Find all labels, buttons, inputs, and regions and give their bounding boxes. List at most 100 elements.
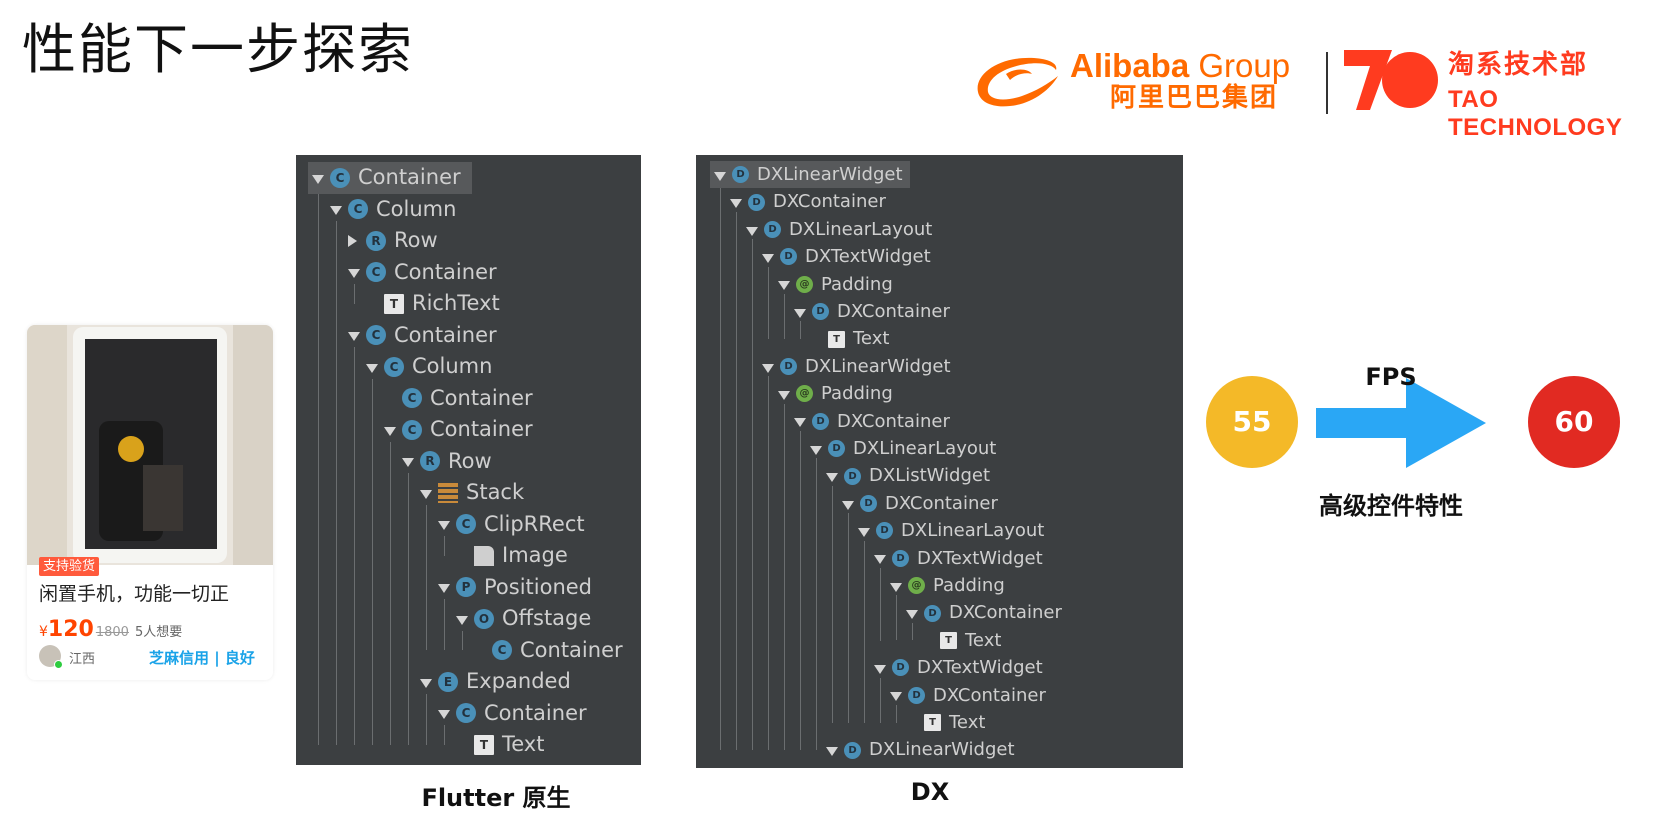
tao-70-mark-icon	[1340, 48, 1440, 112]
expand-down-icon[interactable]	[746, 227, 758, 236]
tree-node-label: DXTextWidget	[805, 243, 931, 270]
tree-node-label: Padding	[933, 572, 1005, 599]
tree-node-label: DXTextWidget	[917, 545, 1043, 572]
expand-down-icon[interactable]	[794, 309, 806, 318]
expand-down-icon[interactable]	[874, 665, 886, 674]
tree-node-label: DXContainer	[773, 188, 886, 215]
widget-d-icon: D	[780, 358, 797, 375]
tree-guide-line	[880, 568, 881, 641]
expand-down-icon[interactable]	[420, 490, 432, 499]
fps-after-circle: 60	[1528, 376, 1620, 468]
tree-node-label: Padding	[821, 380, 893, 407]
tao-cn-name: 淘系技术部	[1448, 50, 1588, 80]
alibaba-cn-name: 阿里巴巴集团	[1110, 82, 1278, 114]
tree-node-label: Column	[376, 194, 456, 226]
tree-node-label: Stack	[466, 477, 524, 509]
image-file-icon	[474, 546, 494, 566]
expand-down-icon[interactable]	[714, 172, 726, 181]
tree-node-label: DXLinearLayout	[853, 435, 996, 462]
text-widget-icon: T	[384, 294, 404, 314]
widget-r-icon: R	[366, 231, 386, 251]
expand-down-icon[interactable]	[312, 175, 324, 184]
widget-d-icon: D	[812, 413, 829, 430]
expand-down-icon[interactable]	[438, 521, 450, 530]
tree-guide-line	[768, 267, 769, 340]
online-dot	[54, 660, 63, 669]
credit-badge: 芝麻信用 | 良好	[149, 647, 255, 668]
tree-node-label: Column	[412, 351, 492, 383]
expand-down-icon[interactable]	[826, 747, 838, 756]
currency-symbol: ¥	[39, 624, 48, 640]
widget-c-icon: C	[402, 420, 422, 440]
expand-down-icon[interactable]	[794, 418, 806, 427]
tree-guide-line	[784, 294, 785, 339]
tree-guide-line	[444, 599, 445, 650]
group-text: Group	[1189, 47, 1290, 84]
tree-node-label: DXContainer	[933, 682, 1046, 709]
tree-guide-line	[880, 678, 881, 723]
expand-down-icon[interactable]	[438, 584, 450, 593]
alibaba-text: Alibaba	[1070, 47, 1189, 84]
widget-d-icon: D	[844, 468, 861, 485]
tree-guide-line	[372, 379, 373, 745]
expand-down-icon[interactable]	[778, 391, 790, 400]
tree-node-label: Container	[430, 414, 533, 446]
expand-down-icon[interactable]	[330, 206, 342, 215]
expand-down-icon[interactable]	[348, 269, 360, 278]
expand-down-icon[interactable]	[762, 364, 774, 373]
expand-down-icon[interactable]	[402, 458, 414, 467]
tree-guide-line	[736, 212, 737, 750]
tree-guide-line	[896, 595, 897, 640]
tree-guide-line	[800, 431, 801, 750]
expand-down-icon[interactable]	[826, 473, 838, 482]
expand-down-icon[interactable]	[890, 692, 902, 701]
widget-c-icon: C	[330, 168, 350, 188]
tree-node-label: DXContainer	[885, 490, 998, 517]
tree-node-label: DXContainer	[837, 298, 950, 325]
expand-down-icon[interactable]	[778, 281, 790, 290]
widget-d-icon: D	[764, 221, 781, 238]
expand-down-icon[interactable]	[730, 199, 742, 208]
tree-node-label: Text	[502, 729, 544, 761]
expand-down-icon[interactable]	[890, 583, 902, 592]
expand-down-icon[interactable]	[858, 528, 870, 537]
tree-node-label: DXLinearLayout	[901, 517, 1044, 544]
tree-node-label: Container	[430, 383, 533, 415]
tree-node-label: Row	[448, 446, 492, 478]
widget-d-icon: D	[892, 550, 909, 567]
expand-down-icon[interactable]	[906, 610, 918, 619]
flutter-caption: Flutter 原生	[396, 778, 596, 813]
alibaba-tao-logo: Alibaba Group 阿里巴巴集团 淘系技术部 TAO TECHNOLOG…	[970, 46, 1660, 116]
tree-guide-line	[426, 694, 427, 745]
tree-node-label: Text	[949, 709, 985, 736]
expand-down-icon[interactable]	[438, 710, 450, 719]
expand-down-icon[interactable]	[384, 427, 396, 436]
tree-node-label: DXListWidget	[869, 462, 990, 489]
widget-d-icon: D	[860, 495, 877, 512]
tree-node-label: DXContainer	[837, 408, 950, 435]
verify-badge: 支持验货	[39, 557, 99, 576]
item-title[interactable]: 闲置手机，功能一切正	[39, 581, 229, 607]
expand-down-icon[interactable]	[456, 616, 468, 625]
expand-down-icon[interactable]	[810, 446, 822, 455]
expand-down-icon[interactable]	[348, 332, 360, 341]
tree-guide-line	[426, 505, 427, 651]
tree-node-label: ClipRRect	[484, 509, 585, 541]
tree-node-label: Container	[394, 257, 497, 289]
tree-guide-line	[408, 473, 409, 745]
expand-down-icon[interactable]	[842, 501, 854, 510]
expand-down-icon[interactable]	[762, 254, 774, 263]
expand-down-icon[interactable]	[420, 679, 432, 688]
widget-d-icon: D	[908, 687, 925, 704]
fps-label: FPS	[1346, 363, 1436, 391]
widget-c-icon: C	[384, 357, 404, 377]
tree-guide-line	[390, 442, 391, 745]
expand-right-icon[interactable]	[348, 235, 357, 247]
expand-down-icon[interactable]	[874, 555, 886, 564]
expand-down-icon[interactable]	[366, 364, 378, 373]
tree-node-label: DXLinearWidget	[869, 736, 1015, 763]
